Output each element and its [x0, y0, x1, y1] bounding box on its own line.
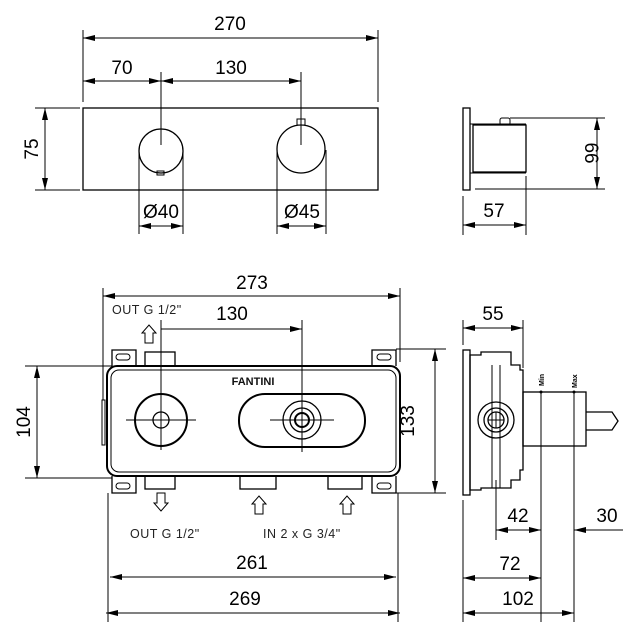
dim-133: 133 — [398, 405, 419, 437]
dim-42: 42 — [507, 506, 528, 527]
dim-261: 261 — [236, 553, 268, 574]
arrow-up-icon — [250, 495, 268, 515]
dim-102: 102 — [502, 589, 534, 610]
label-max: Max — [572, 374, 579, 388]
label-min: Min — [539, 374, 546, 386]
dim-d45: Ø45 — [284, 202, 320, 223]
dim-104: 104 — [14, 406, 35, 438]
dim-30: 30 — [596, 506, 617, 527]
dim-70: 70 — [111, 58, 132, 79]
dim-270: 270 — [214, 14, 246, 35]
arrow-up-icon — [140, 324, 158, 344]
dim-269: 269 — [229, 589, 261, 610]
box-front-view: FANTINI OUT G 1/2" OUT G 1/2" IN 2 x G 3… — [14, 273, 446, 622]
label-out-top: OUT G 1/2" — [112, 303, 182, 317]
faceplate — [82, 107, 379, 191]
brand-logo: FANTINI — [232, 376, 275, 388]
box-side-view: Min Max 55 42 30 72 102 — [462, 304, 623, 622]
dim-57: 57 — [483, 201, 504, 222]
dim-d40: Ø40 — [143, 202, 179, 223]
arrow-down-icon — [152, 492, 170, 512]
dim-55: 55 — [482, 304, 503, 325]
arrow-up-icon — [338, 495, 356, 515]
dim-75: 75 — [22, 138, 43, 159]
front-view: 270 70 130 75 Ø40 Ø45 — [22, 14, 379, 234]
label-in: IN 2 x G 3/4" — [263, 527, 341, 541]
dim-273: 273 — [236, 273, 268, 294]
dim-130-box: 130 — [216, 304, 248, 325]
mounting-brackets — [111, 349, 397, 494]
label-out-bottom: OUT G 1/2" — [130, 527, 200, 541]
side-view: 66 57 — [462, 107, 605, 235]
dim-66: 66 — [580, 142, 601, 163]
dim-130: 130 — [215, 58, 247, 79]
dim-72: 72 — [499, 554, 520, 575]
